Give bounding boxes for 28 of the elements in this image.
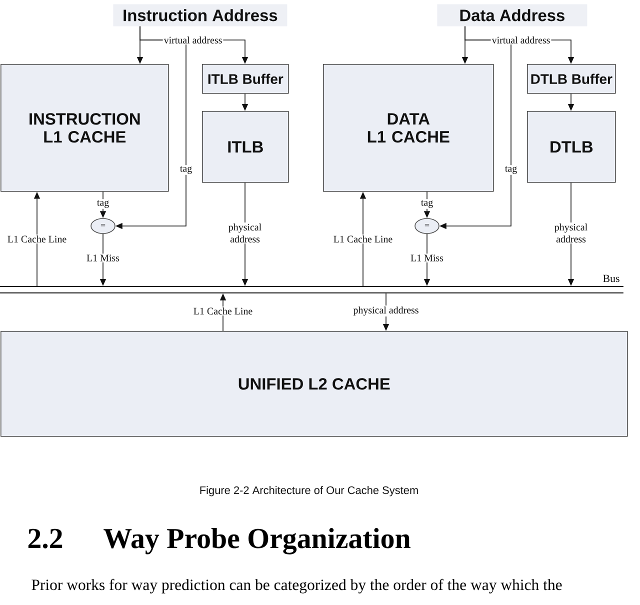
body-text: Prior works for way prediction can be categorized by the order of the way which the (32, 578, 562, 594)
edge-label: physical address (550, 222, 592, 244)
figure-caption: Figure 2-2 Architecture of Our Cache System (200, 486, 418, 496)
buffer-box: DTLB Buffer (527, 64, 616, 94)
address-box: Instruction Address (113, 4, 288, 26)
cache-box: INSTRUCTION L1 CACHE (0, 64, 169, 192)
edge-label: physical address (224, 222, 266, 244)
tlb-box: ITLB (202, 111, 289, 183)
cache-box: DATA L1 CACHE (323, 64, 494, 192)
section-number: 2.2 (28, 528, 62, 548)
edge-label: L1 Cache Line (192, 306, 254, 316)
section-heading: Way Probe Organization (104, 528, 410, 554)
buffer-box: ITLB Buffer (202, 64, 289, 94)
edge-label: tag (504, 165, 518, 175)
edge-label: tag (178, 165, 194, 175)
edge-label: L1 Cache Line (6, 234, 68, 244)
cache-box: UNIFIED L2 CACHE (0, 331, 628, 437)
edge-label: physical address (352, 305, 420, 317)
edge-label: tag (420, 199, 434, 209)
edge-label: virtual address (490, 36, 552, 44)
bus-label: Bus (603, 274, 620, 282)
address-box: Data Address (437, 4, 588, 26)
edge-label: tag (96, 199, 110, 209)
edge-label: virtual address (162, 36, 224, 44)
edge-label: L1 Miss (86, 254, 120, 262)
tlb-box: DTLB (527, 111, 616, 183)
edge-label: L1 Cache Line (332, 234, 394, 244)
edge-label: L1 Miss (410, 254, 444, 262)
